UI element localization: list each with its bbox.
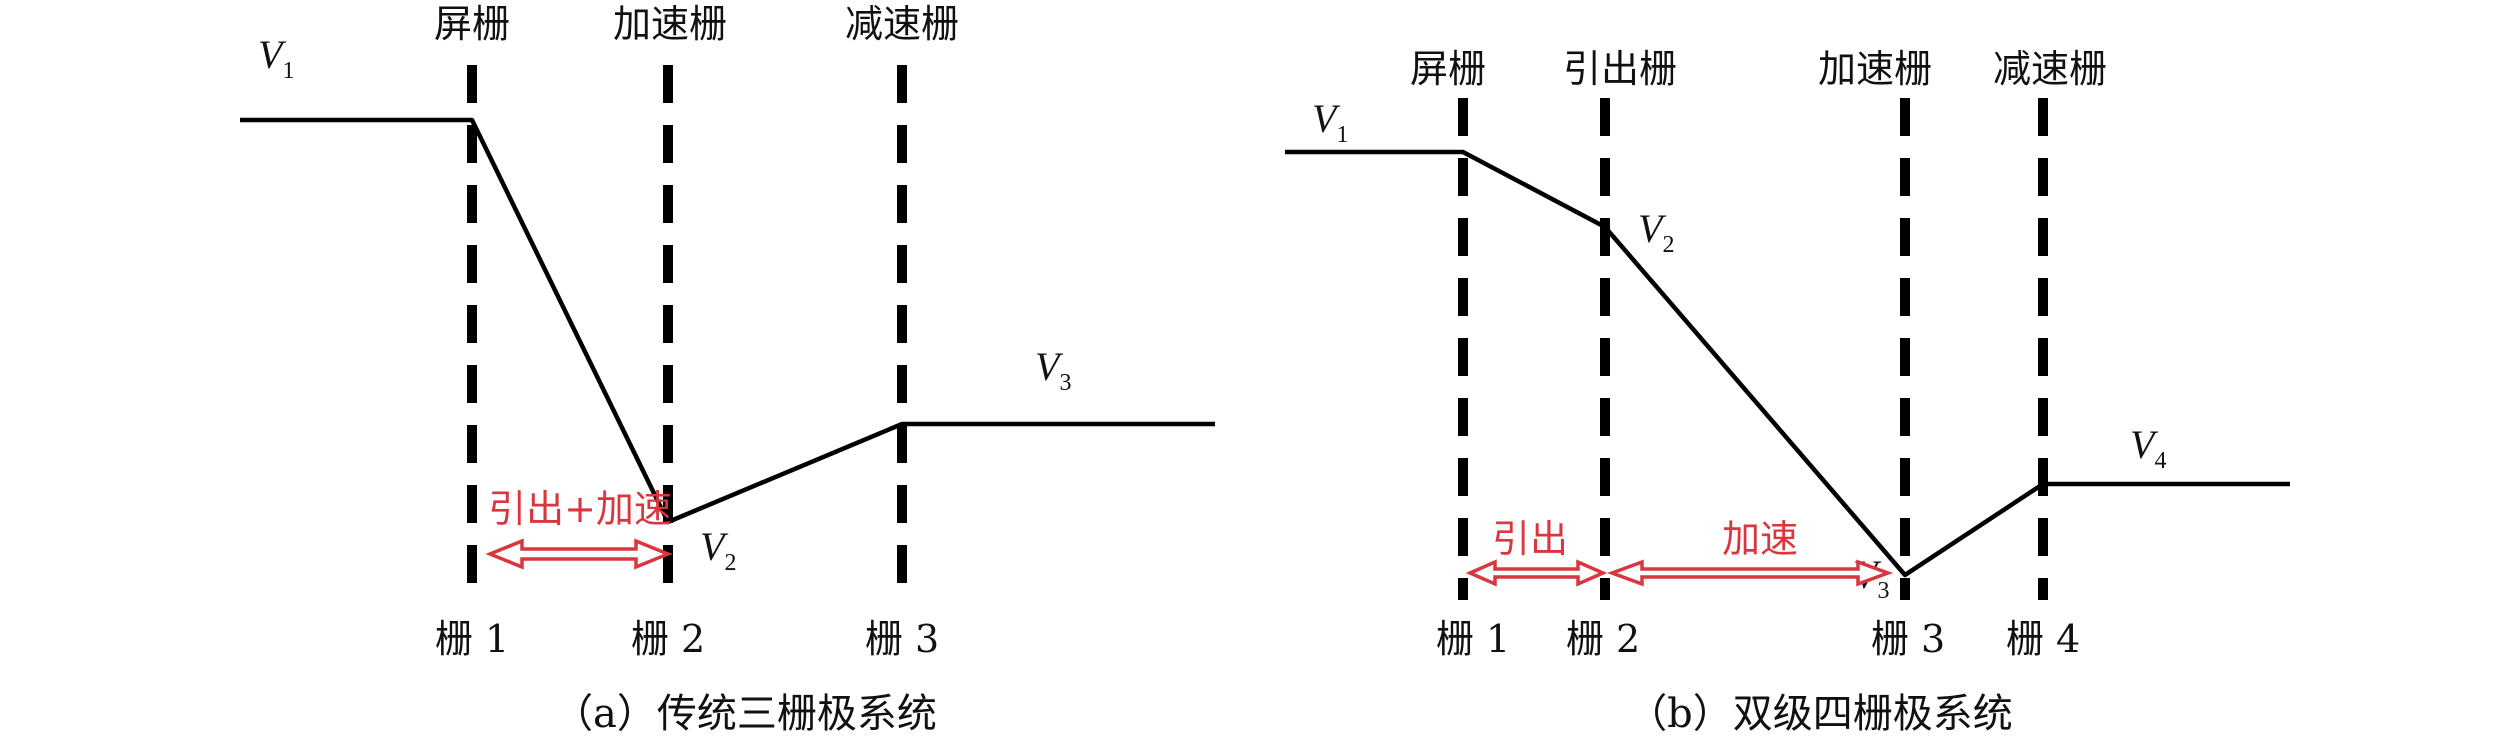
- panel-a-arrow-label: 引出+加速: [488, 487, 672, 531]
- panel-b-top-label-2: 引出栅: [1563, 47, 1677, 91]
- panel-a-top-label-1: 屏栅: [434, 2, 510, 46]
- panel-a-bottom-label-2: 栅 2: [631, 617, 705, 661]
- panel-b-bottom-label-3: 栅 3: [1871, 617, 1945, 661]
- panel-a-v2-label: V2: [700, 524, 736, 576]
- panel-a: 屏栅 加速栅 减速栅 栅 1 栅 2 栅 3 V1 V2 V3 引出+加速 （a…: [240, 2, 1215, 737]
- panel-b-extract-label: 引出: [1492, 517, 1568, 561]
- panel-b-v1-label: V1: [1312, 96, 1348, 148]
- panel-b-bottom-label-2: 栅 2: [1566, 617, 1640, 661]
- panel-b-extract-arrow: [1465, 559, 1608, 587]
- panel-b-top-label-1: 屏栅: [1410, 47, 1486, 91]
- panel-b-caption: （b）双级四栅极系统: [1627, 691, 2013, 737]
- panel-a-top-label-3: 减速栅: [845, 2, 959, 46]
- panel-b: 屏栅 引出栅 加速栅 减速栅 栅 1 栅 2 栅 3 栅 4 V1 V2 V3 …: [1285, 47, 2290, 737]
- panel-b-accel-label: 加速: [1722, 517, 1798, 561]
- panel-a-caption: （a）传统三栅极系统: [553, 691, 937, 737]
- panel-a-extract-accel-arrow: [485, 538, 673, 570]
- panel-a-v3-label: V3: [1035, 344, 1071, 396]
- panel-b-potential-curve: [1285, 149, 2290, 578]
- panel-b-accel-arrow: [1606, 559, 1894, 587]
- panel-a-v1-label: V1: [258, 32, 294, 84]
- panel-a-bottom-label-3: 栅 3: [865, 617, 939, 661]
- panel-a-top-label-2: 加速栅: [613, 2, 727, 46]
- panel-a-potential-curve: [240, 117, 1215, 525]
- panel-b-top-label-3: 加速栅: [1818, 47, 1932, 91]
- panel-b-v4-label: V4: [2130, 422, 2166, 474]
- panel-b-bottom-label-1: 栅 1: [1436, 617, 1510, 661]
- panel-b-top-label-4: 减速栅: [1993, 47, 2107, 91]
- panel-b-bottom-label-4: 栅 4: [2006, 617, 2080, 661]
- panel-a-bottom-label-1: 栅 1: [435, 617, 509, 661]
- panel-b-v2-label: V2: [1638, 206, 1674, 258]
